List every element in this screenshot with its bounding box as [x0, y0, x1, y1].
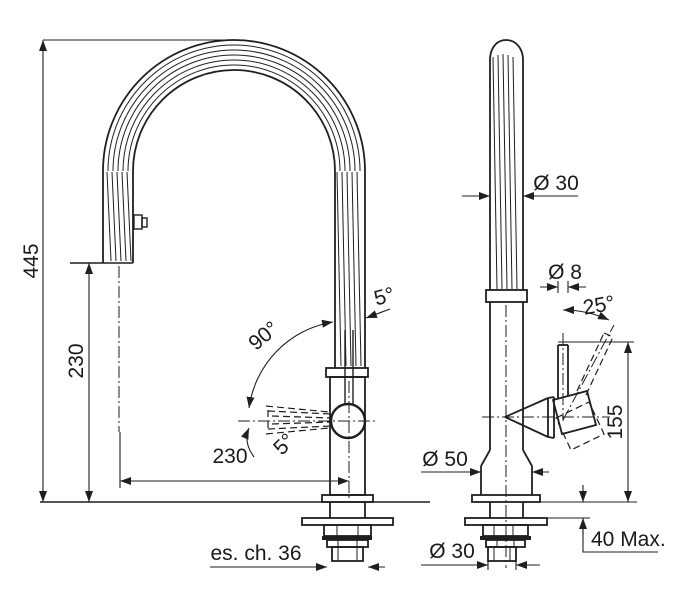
- dim-tube-diameter: Ø 30: [462, 172, 579, 200]
- dim-label-dia8: Ø 8: [548, 261, 582, 284]
- dim-rod-diameter: Ø 8: [540, 261, 586, 293]
- annotation-swivel-90: 90°: [244, 317, 334, 409]
- dim-worktop-thickness: 40 Max.: [547, 485, 666, 553]
- mounting-base-front: [301, 494, 394, 562]
- gasket: [322, 536, 372, 540]
- dim-label-230-vertical: 230: [65, 343, 88, 378]
- faucet-body-front: [238, 367, 375, 499]
- spray-button: [133, 214, 148, 230]
- dim-spout-reach: 230: [118, 266, 349, 488]
- dim-lever-height: 155: [540, 341, 637, 503]
- spout-tube-side: [489, 39, 524, 290]
- dim-label-25deg: 25°: [581, 292, 616, 320]
- lever-base-block-tilted: [555, 401, 605, 451]
- dim-shank-diameter: Ø 30: [421, 540, 540, 570]
- dim-label-es-ch-36: es. ch. 36: [210, 542, 301, 565]
- side-view: Ø 30 Ø 8 25° 155 Ø 50: [421, 39, 666, 570]
- mounting-base-side: [464, 494, 548, 562]
- spout-riser-leg: [334, 171, 366, 404]
- faucet-body-side: [480, 289, 610, 568]
- annotation-lever-25: 25°: [562, 292, 617, 321]
- valve-hub-side: [504, 389, 605, 451]
- spout-outlet-leg: [70, 171, 134, 264]
- gasket: [480, 536, 531, 540]
- lever-base-block: [551, 389, 598, 436]
- dim-label-dia30-top: Ø 30: [533, 172, 579, 195]
- dim-label-230-horizontal: 230: [212, 445, 247, 468]
- lever-rod-tilted-dashed: [562, 324, 615, 421]
- dim-overall-height: 445: [20, 39, 240, 502]
- dim-hex-wrench: es. ch. 36: [210, 542, 385, 571]
- dim-label-155: 155: [604, 404, 627, 439]
- dim-label-5deg-bottom: 5°: [269, 429, 299, 459]
- dim-label-445: 445: [20, 243, 43, 278]
- dim-label-40max: 40 Max.: [591, 528, 666, 551]
- front-view: 445 230 230 90° 5° 5°: [20, 39, 430, 571]
- dim-body-diameter: Ø 50: [421, 448, 549, 476]
- annotation-handle-tilt-5: 5°: [240, 427, 300, 460]
- dim-label-dia50: Ø 50: [422, 448, 468, 471]
- annotation-spout-tilt-5: 5°: [365, 283, 397, 319]
- threaded-shank: [487, 546, 517, 562]
- spout-arch: [102, 39, 366, 172]
- handle-front-dashed: [265, 405, 332, 435]
- fixing-nut: [331, 546, 364, 562]
- dim-label-90deg: 90°: [244, 317, 283, 355]
- lever-rod-side: [557, 333, 569, 421]
- dim-label-5deg-top: 5°: [372, 283, 397, 310]
- dim-label-dia30-bottom: Ø 30: [429, 540, 475, 563]
- dim-outlet-height: 230: [65, 263, 93, 502]
